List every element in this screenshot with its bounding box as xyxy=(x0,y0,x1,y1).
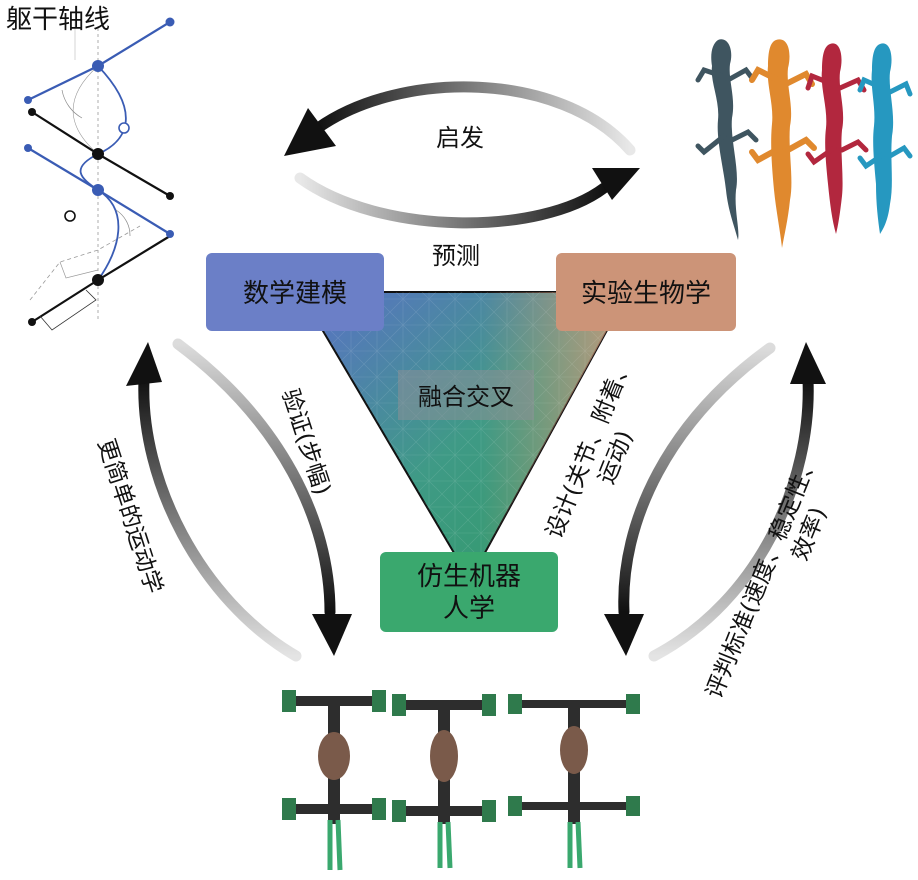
bionic-robotics-box: 仿生机器 人学 xyxy=(380,552,558,632)
math-modeling-box: 数学建模 xyxy=(206,253,384,331)
torso-axis-diagram xyxy=(24,17,175,331)
verify-arrow xyxy=(172,338,352,656)
criteria-label: 评判标准(速度、稳定性、 效率) xyxy=(701,450,832,703)
inspire-arrow xyxy=(284,81,636,156)
bionic-robotics-label-line1: 仿生机器 xyxy=(417,562,521,592)
experimental-biology-box: 实验生物学 xyxy=(556,253,736,331)
torso-axis-label: 躯干轴线 xyxy=(6,5,110,35)
design-arrow xyxy=(604,342,776,656)
math-modeling-label: 数学建模 xyxy=(243,279,347,309)
fusion-label-bg xyxy=(398,370,534,420)
verify-label: 验证(步幅) xyxy=(276,386,335,499)
robot-photos xyxy=(282,690,640,871)
inspire-label: 启发 xyxy=(436,124,484,152)
experimental-biology-label: 实验生物学 xyxy=(581,279,711,309)
salamander-silhouettes xyxy=(695,39,913,249)
simpler-kinematics-arrow xyxy=(126,342,302,662)
predict-label: 预测 xyxy=(432,242,480,270)
fusion-triangle xyxy=(298,291,630,583)
predict-arrow xyxy=(294,168,640,229)
criteria-label-line1: 评判标准(速度、稳定性、 xyxy=(701,450,823,703)
fusion-label: 融合交叉 xyxy=(418,383,514,411)
criteria-arrow xyxy=(648,342,826,662)
bionic-robotics-label-line2: 人学 xyxy=(443,594,495,624)
